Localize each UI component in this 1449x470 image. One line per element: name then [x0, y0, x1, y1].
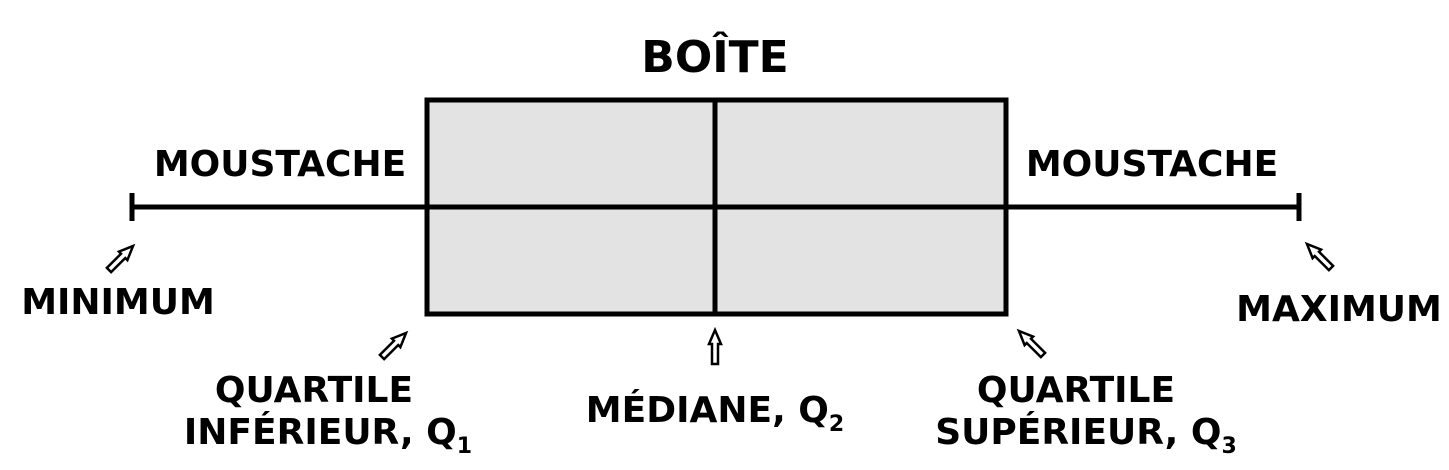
- whisker-right-label: MOUSTACHE: [1026, 144, 1278, 185]
- median-label: MÉDIANE, Q2: [586, 389, 844, 437]
- whisker-left-label: MOUSTACHE: [154, 144, 406, 185]
- diagram-title: BOÎTE: [641, 30, 788, 83]
- arrow-up-icon: [707, 326, 723, 366]
- arrow-up-right-icon: [105, 243, 136, 274]
- arrow-up-left-icon: [1016, 328, 1047, 359]
- maximum-label: MAXIMUM: [1236, 289, 1442, 330]
- q1-label-line1: QUARTILE: [215, 370, 413, 411]
- arrow-up-right-icon: [378, 330, 409, 361]
- q3-label-line2: SUPÉRIEUR, Q3: [935, 411, 1237, 459]
- arrow-up-left-icon: [1304, 241, 1335, 272]
- minimum-label: MINIMUM: [21, 282, 215, 323]
- q3-label-line1: QUARTILE: [977, 370, 1175, 411]
- q1-label-line2: INFÉRIEUR, Q1: [184, 411, 472, 459]
